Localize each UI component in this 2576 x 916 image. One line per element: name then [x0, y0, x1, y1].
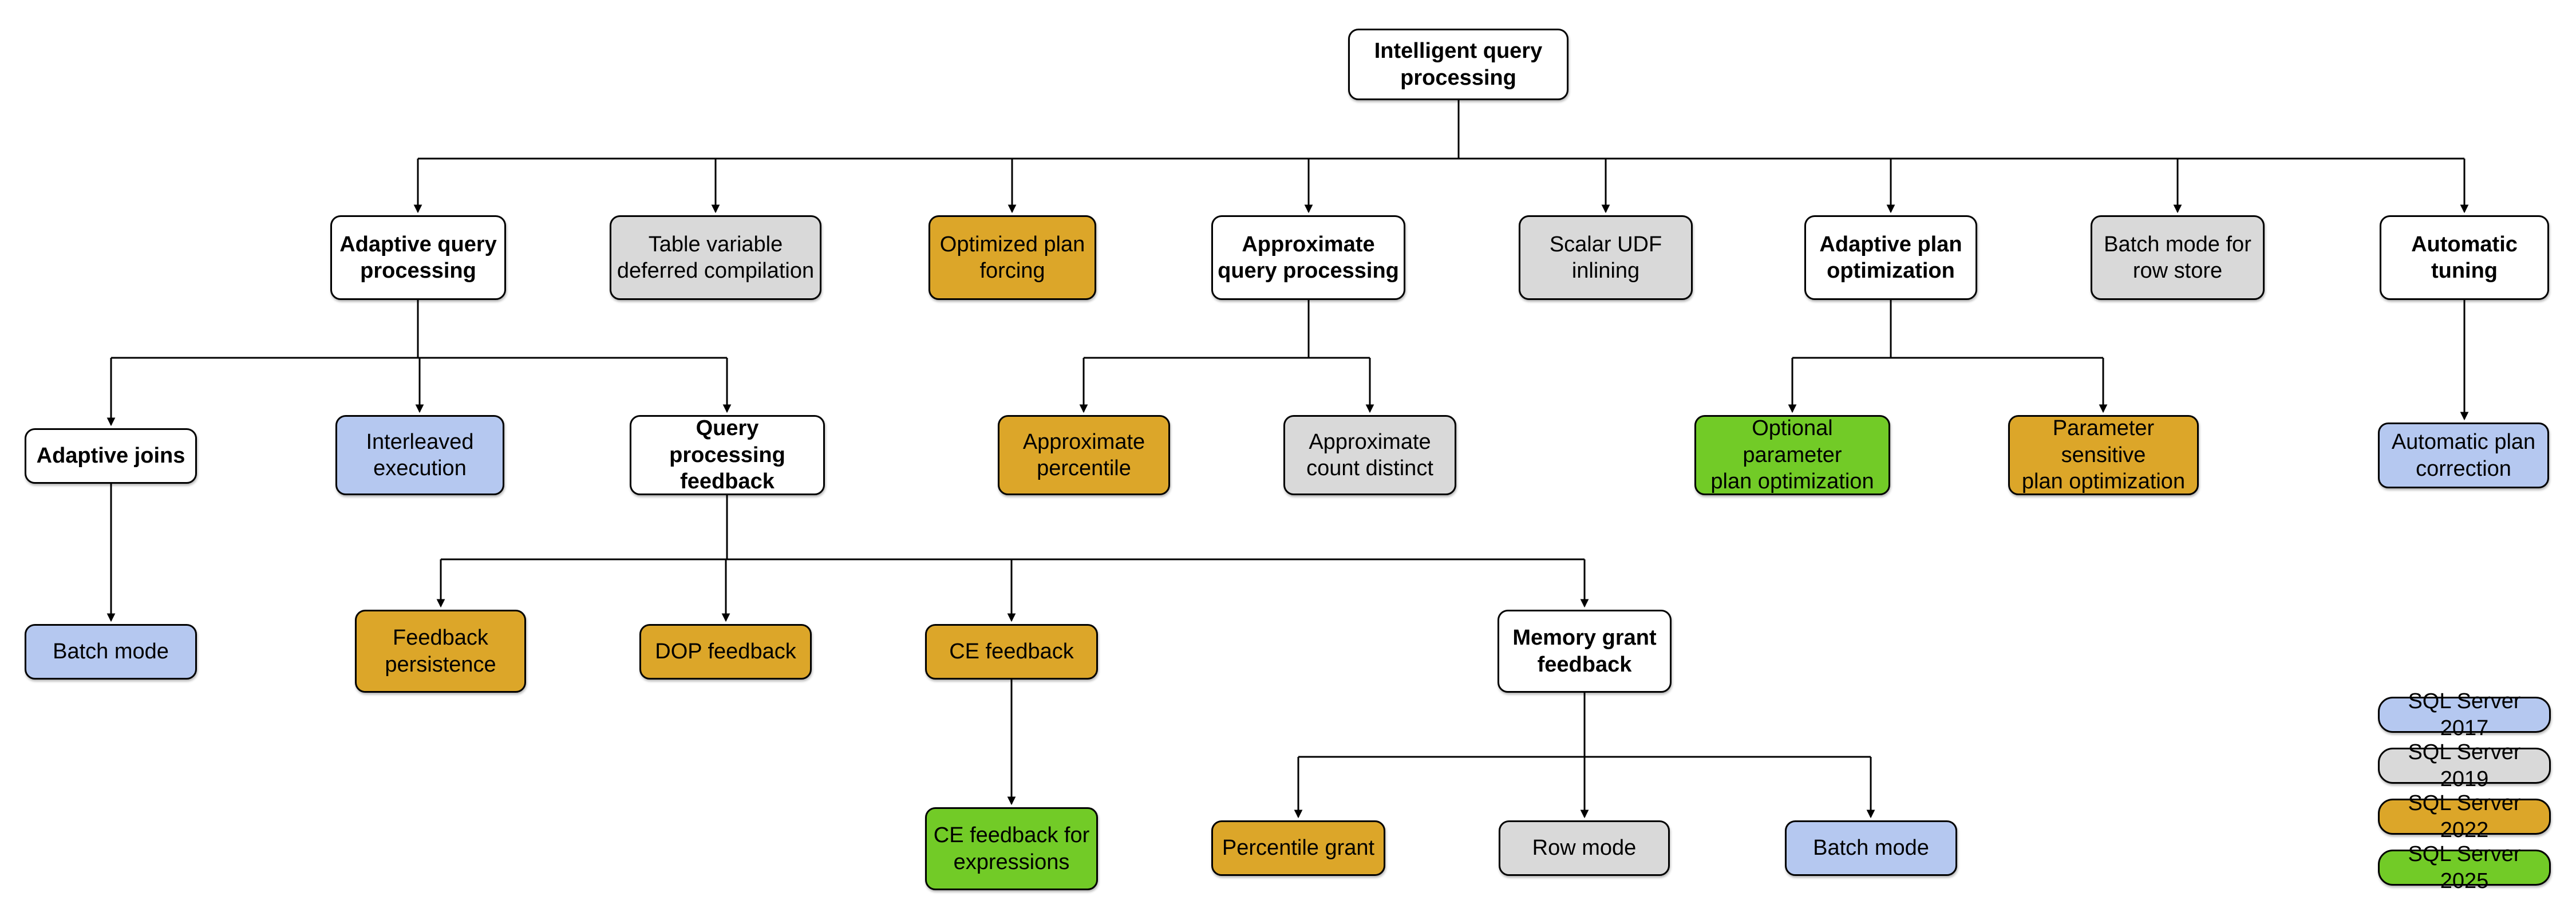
node-label: CE feedback [949, 639, 1074, 664]
node-scalar-udf-inlining: Scalar UDF inlining [1519, 215, 1693, 300]
node-label: Adaptive joins [36, 444, 185, 468]
node-dop-feedback: DOP feedback [639, 624, 812, 680]
node-optimized-plan-forcing: Optimized plan forcing [929, 215, 1096, 300]
node-label: Approximate count distinct [1306, 429, 1433, 480]
node-label: Row mode [1532, 836, 1637, 860]
node-row-mode: Row mode [1499, 820, 1670, 876]
node-automatic-plan-correction: Automatic plan correction [2378, 423, 2549, 488]
node-label: Optional parameter plan optimization [1710, 416, 1874, 494]
node-feedback-persistence: Feedback persistence [355, 610, 526, 693]
node-label: Batch mode [53, 639, 169, 664]
node-batch-mode-adaptive-joins: Batch mode [25, 624, 197, 680]
node-label: Interleaved execution [366, 429, 474, 480]
node-table-variable-deferred-compilation: Table variable deferred compilation [610, 215, 821, 300]
node-label: Adaptive query processing [339, 232, 497, 283]
node-optional-parameter-plan-optimization: Optional parameter plan optimization [1694, 415, 1890, 495]
node-approximate-query-processing: Approximate query processing [1211, 215, 1405, 300]
node-label: CE feedback for expressions [933, 823, 1090, 874]
node-interleaved-execution: Interleaved execution [335, 415, 504, 495]
node-label: Query processing feedback [669, 416, 785, 494]
node-label: Automatic tuning [2411, 232, 2518, 283]
node-label: Optimized plan forcing [939, 232, 1085, 283]
legend-item-sql-server-2025: SQL Server 2025 [2378, 842, 2551, 893]
legend-label: SQL Server 2025 [2408, 842, 2521, 893]
node-label: Adaptive plan optimization [1819, 232, 1962, 283]
node-label: Batch mode for row store [2104, 232, 2251, 283]
node-label: Table variable deferred compilation [617, 232, 815, 283]
node-label: Scalar UDF inlining [1549, 232, 1662, 283]
node-label: Batch mode [1813, 836, 1929, 860]
node-adaptive-plan-optimization: Adaptive plan optimization [1804, 215, 1977, 300]
legend-label: SQL Server 2019 [2408, 740, 2521, 791]
node-label: Approximate percentile [1022, 429, 1145, 480]
node-ce-feedback-for-expressions: CE feedback for expressions [925, 807, 1098, 890]
connector-group-root [106, 100, 2469, 819]
node-label: Feedback persistence [385, 626, 496, 677]
node-batch-mode-for-row-store: Batch mode for row store [2091, 215, 2265, 300]
node-adaptive-joins: Adaptive joins [25, 428, 197, 484]
legend-label: SQL Server 2017 [2408, 689, 2521, 740]
node-label: DOP feedback [655, 639, 796, 664]
node-batch-mode-memory-grant: Batch mode [1785, 820, 1957, 876]
legend-label: SQL Server 2022 [2408, 791, 2521, 842]
node-intelligent-query-processing: Intelligent query processing [1348, 29, 1568, 100]
node-label: Memory grant feedback [1512, 626, 1657, 677]
node-label: Intelligent query processing [1374, 39, 1543, 90]
node-automatic-tuning: Automatic tuning [2380, 215, 2549, 300]
legend-item-sql-server-2019: SQL Server 2019 [2378, 740, 2551, 791]
node-percentile-grant: Percentile grant [1211, 820, 1385, 876]
legend-item-sql-server-2022: SQL Server 2022 [2378, 791, 2551, 842]
node-memory-grant-feedback: Memory grant feedback [1498, 610, 1672, 693]
node-label: Automatic plan correction [2391, 430, 2536, 481]
node-adaptive-query-processing: Adaptive query processing [330, 215, 506, 300]
legend-item-sql-server-2017: SQL Server 2017 [2378, 689, 2551, 740]
node-label: Approximate query processing [1218, 232, 1399, 283]
node-label: Percentile grant [1222, 836, 1375, 860]
node-label: Parameter sensitive plan optimization [2021, 416, 2186, 494]
node-ce-feedback: CE feedback [925, 624, 1098, 680]
node-approximate-percentile: Approximate percentile [998, 415, 1170, 495]
node-query-processing-feedback: Query processing feedback [630, 415, 825, 495]
node-approximate-count-distinct: Approximate count distinct [1283, 415, 1456, 495]
node-parameter-sensitive-plan-optimization: Parameter sensitive plan optimization [2008, 415, 2199, 495]
